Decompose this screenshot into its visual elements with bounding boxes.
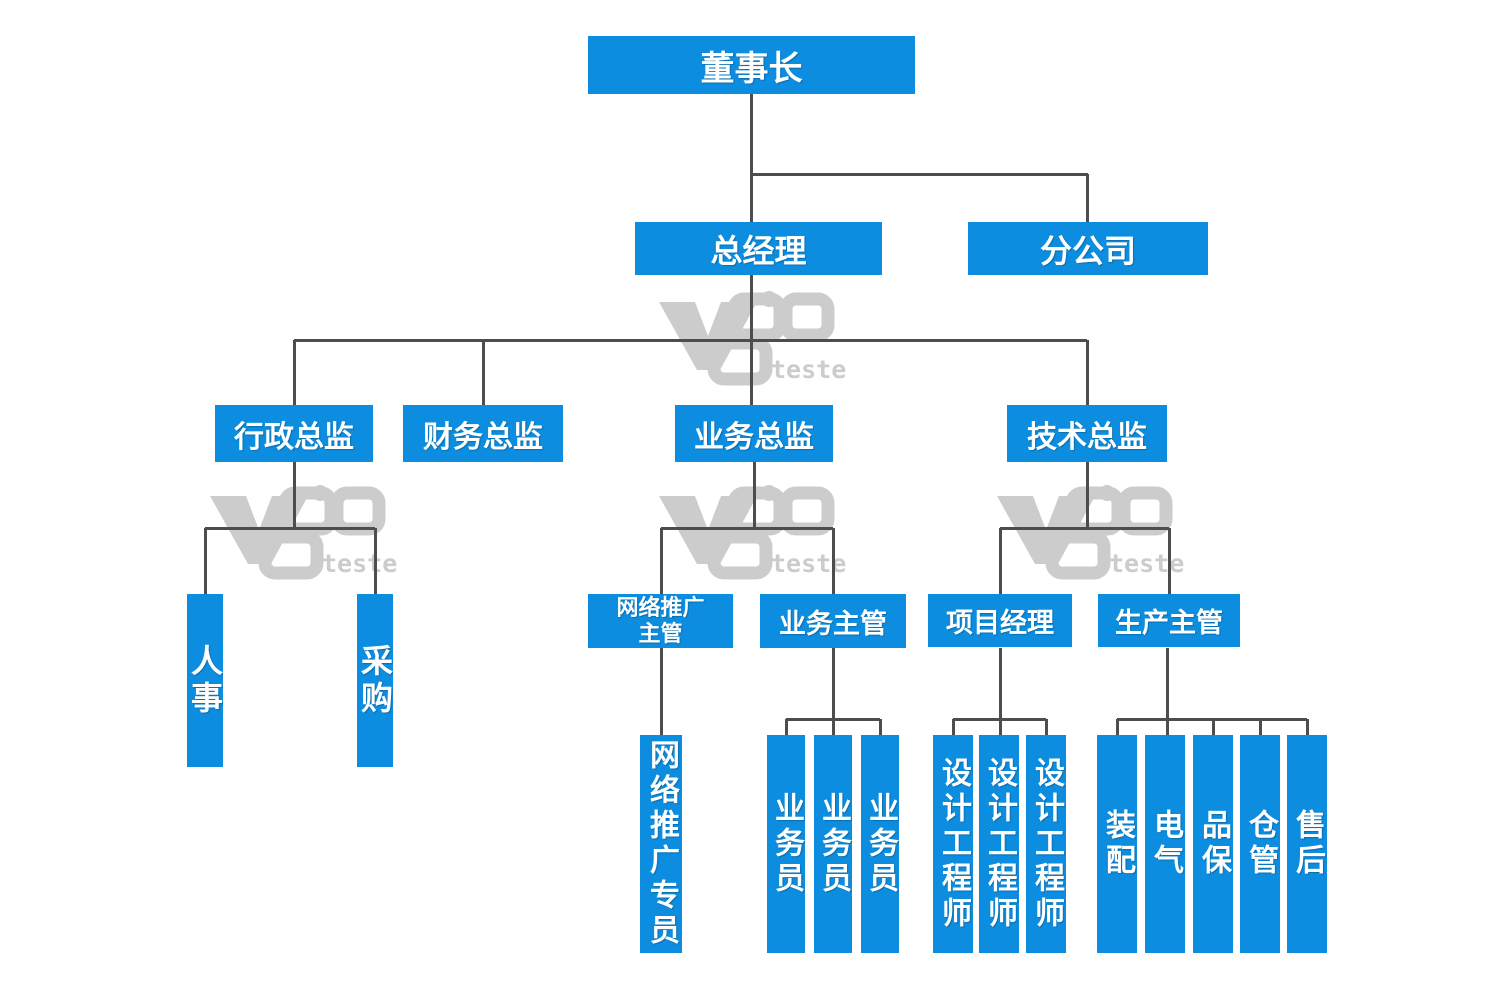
node-quality-assurance: 品保 [1193, 735, 1233, 953]
node-finance-director: 财务总监 [403, 405, 563, 462]
node-label: 项目经理 [946, 608, 1054, 638]
connector-line [481, 340, 485, 405]
connector-line [1167, 528, 1171, 594]
node-label: 设计工程师 [1030, 756, 1063, 932]
node-label-line2: 主管 [638, 621, 683, 646]
node-salesman-1: 业务员 [767, 735, 805, 953]
connector-line [998, 528, 1002, 594]
node-label: 行政总监 [234, 420, 354, 454]
connector-line [953, 717, 1046, 721]
node-electrical: 电气 [1145, 735, 1185, 953]
node-production-supervisor: 生产主管 [1098, 594, 1240, 647]
connector-line [659, 528, 663, 594]
node-tech-director: 技术总监 [1007, 405, 1167, 462]
node-label: 业务员 [864, 791, 897, 897]
connector-line [878, 719, 882, 735]
connector-line [659, 648, 663, 735]
node-label: 董事长 [700, 49, 803, 88]
node-procurement: 采购 [357, 594, 393, 767]
node-label: 业务员 [817, 791, 850, 897]
node-label-line1: 网络推广 [616, 594, 705, 620]
connector-line [1305, 719, 1309, 735]
node-label: 技术总监 [1027, 420, 1147, 454]
connector-line [205, 526, 375, 530]
node-hr: 人事 [187, 594, 223, 767]
node-label: 人事 [187, 643, 223, 718]
node-design-engineer-3: 设计工程师 [1026, 735, 1066, 953]
connector-line [1044, 719, 1048, 735]
connector-line [951, 719, 955, 735]
connector-line [1211, 719, 1215, 735]
connector-line [203, 528, 207, 594]
node-label: 总经理 [710, 232, 807, 269]
node-label: 生产主管 [1115, 608, 1223, 638]
node-label: 设计工程师 [983, 756, 1016, 932]
node-business-supervisor: 业务主管 [760, 594, 906, 648]
connector-line [1000, 526, 1169, 530]
node-assembly: 装配 [1097, 735, 1137, 953]
connector-line [784, 719, 788, 735]
vgo-tester-watermark: tester [995, 485, 1185, 580]
node-network-promotion-supervisor: 网络推广 主管 [588, 594, 733, 648]
node-design-engineer-2: 设计工程师 [979, 735, 1019, 953]
node-label: 售后 [1291, 809, 1324, 879]
node-label: 分公司 [1039, 232, 1136, 269]
connector-line [752, 462, 756, 528]
node-warehouse: 仓管 [1240, 735, 1280, 953]
node-label: 电气 [1149, 809, 1182, 879]
connector-line [1115, 719, 1119, 735]
node-label: 财务总监 [423, 420, 543, 454]
connector-line [749, 94, 753, 222]
node-label: 业务总监 [694, 420, 814, 454]
node-label: 品保 [1197, 809, 1230, 879]
node-project-manager: 项目经理 [928, 594, 1072, 647]
node-label: 业务员 [770, 791, 803, 897]
connector-line [294, 338, 1087, 342]
node-network-promotion-specialist: 网络推广专员 [640, 735, 682, 953]
node-chairman: 董事长 [588, 36, 915, 94]
connector-line [1258, 719, 1262, 735]
node-label: 设计工程师 [937, 756, 970, 932]
vgo-tester-watermark: tester [208, 485, 398, 580]
node-label: 网络推广专员 [645, 739, 678, 949]
connector-line [1165, 648, 1169, 735]
connector-line [786, 717, 880, 721]
node-label: 仓管 [1244, 809, 1277, 879]
node-salesman-3: 业务员 [861, 735, 899, 953]
connector-line [661, 526, 833, 530]
connector-line [373, 528, 377, 594]
connector-line [292, 340, 296, 405]
node-label: 装配 [1101, 809, 1134, 879]
watermark-tester-text: tester [1109, 549, 1185, 578]
watermark-tester-text: tester [322, 549, 398, 578]
node-label: 采购 [357, 643, 393, 718]
vgo-tester-watermark: tester [657, 291, 847, 386]
connector-line [831, 648, 835, 735]
node-general-manager: 总经理 [635, 222, 882, 275]
connector-line [1085, 462, 1089, 528]
connector-line [751, 172, 1088, 176]
node-salesman-2: 业务员 [814, 735, 852, 953]
node-design-engineer-1: 设计工程师 [933, 735, 973, 953]
watermark-tester-text: tester [771, 355, 847, 384]
node-admin-director: 行政总监 [215, 405, 373, 462]
node-business-director: 业务总监 [675, 405, 833, 462]
node-label: 业务主管 [779, 608, 887, 639]
connector-line [998, 648, 1002, 735]
connector-line [1085, 340, 1089, 405]
node-after-sales: 售后 [1287, 735, 1327, 953]
watermark-tester-text: tester [771, 549, 847, 578]
connector-line [1085, 174, 1089, 222]
connector-line [831, 528, 835, 594]
node-branch-company: 分公司 [968, 222, 1208, 275]
connector-line [292, 462, 296, 528]
